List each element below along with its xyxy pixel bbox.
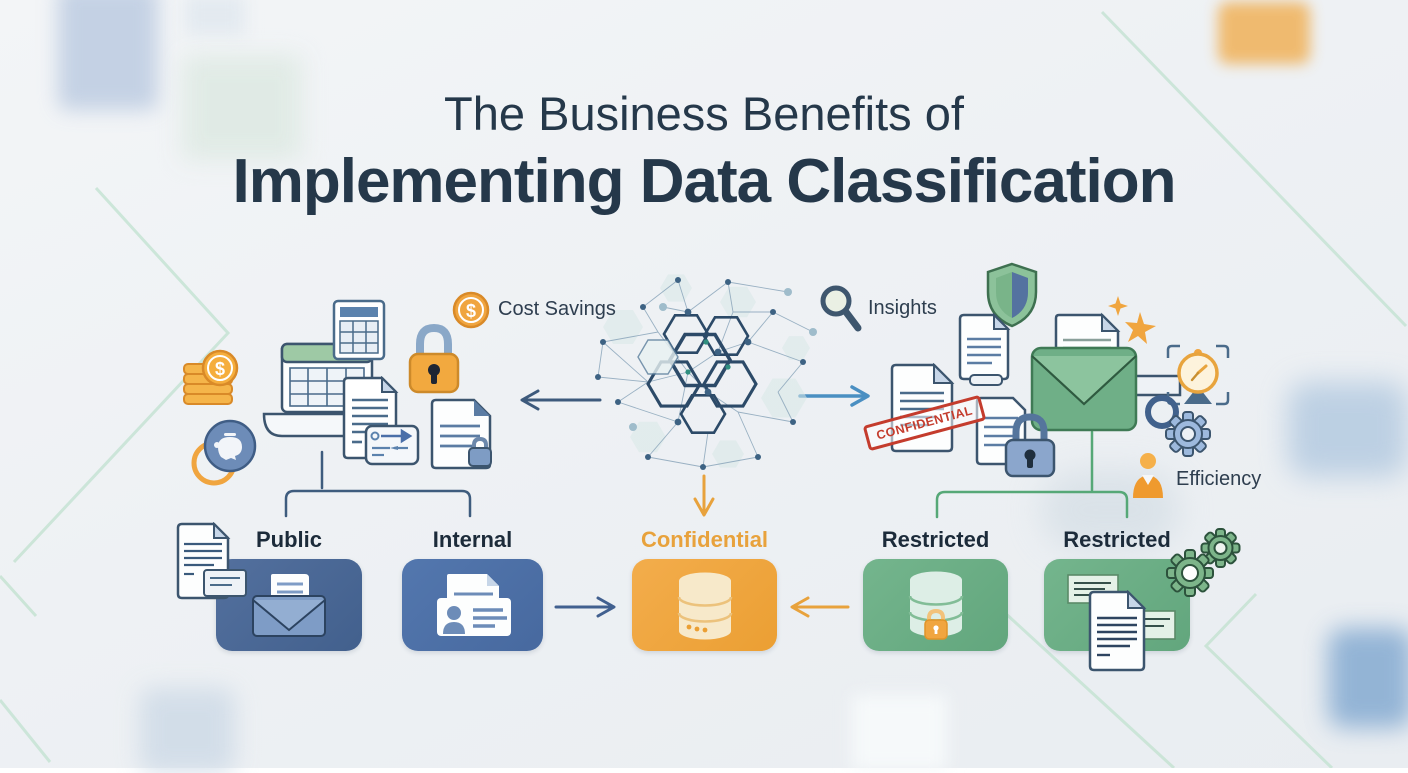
id-card-icon <box>436 574 511 636</box>
page-title-line1: The Business Benefits of <box>444 87 964 140</box>
left-arrow <box>520 389 602 411</box>
down-arrow <box>693 474 715 517</box>
green-gears-icon <box>1166 528 1241 597</box>
classification-box-internal <box>402 559 543 651</box>
coin-currency: $ <box>215 359 225 379</box>
internal-to-confidential-arrow <box>554 596 616 618</box>
envelope-document-export-icon <box>1030 312 1182 432</box>
restricted-to-confidential-arrow <box>790 596 850 618</box>
classification-box-confidential <box>632 559 777 651</box>
insights-label: Insights <box>868 297 937 319</box>
blue-padlock-icon <box>1004 413 1056 478</box>
coin-stack-icon: $ <box>183 349 239 405</box>
magnifier-icon <box>820 285 862 332</box>
transfer-card-icon <box>364 424 420 466</box>
circle-outline-icon <box>1145 395 1179 429</box>
locked-database-icon <box>908 571 963 640</box>
classification-label-restricted-2: Restricted <box>1063 527 1171 552</box>
bg-blur-square-1 <box>185 0 245 35</box>
blue-gear-icon <box>1165 411 1211 457</box>
public-overlap-document-icon <box>176 522 247 600</box>
spreadsheet-icon <box>332 299 386 361</box>
bg-blur-bottom-left <box>140 688 235 773</box>
restricted-document-icon <box>1088 590 1147 672</box>
classification-label-internal: Internal <box>432 527 513 552</box>
piggy-bank-icon <box>191 419 257 486</box>
efficiency-label: Efficiency <box>1176 468 1262 490</box>
classification-label-restricted-1: Restricted <box>881 527 990 552</box>
database-icon <box>677 572 732 640</box>
classification-label-public: Public <box>255 527 322 552</box>
page-title-line2: Implementing Data Classification <box>232 147 1177 216</box>
shield-icon <box>986 262 1038 328</box>
bg-blur-calculator <box>58 0 158 110</box>
envelope-document-icon <box>252 574 326 637</box>
orange-padlock-icon <box>408 323 460 394</box>
person-badge-icon <box>1133 453 1163 498</box>
bg-blur-bottom-right <box>1328 628 1408 728</box>
bg-blur-bottom-card <box>852 695 947 770</box>
classification-box-restricted-1 <box>863 559 1008 651</box>
cost-savings-label: Cost Savings <box>498 298 616 320</box>
document-lock-icon-left <box>430 398 492 470</box>
right-arrow <box>798 385 870 407</box>
bg-blur-right-blob <box>1288 382 1408 477</box>
sparkle-stars-icon <box>1108 296 1156 344</box>
stopwatch-focus-icon <box>1166 344 1230 406</box>
data-network-graphic <box>595 274 817 470</box>
bg-blur-orange-square <box>1218 2 1310 64</box>
classification-label-confidential: Confidential <box>640 527 769 552</box>
blue-bracket <box>284 450 472 518</box>
document-icon-right-top <box>958 313 1011 386</box>
green-bracket <box>935 430 1129 519</box>
cost-savings-coin-icon: $ <box>452 291 490 329</box>
cost-savings-currency: $ <box>466 301 476 321</box>
bg-blur-green-box <box>182 55 302 160</box>
